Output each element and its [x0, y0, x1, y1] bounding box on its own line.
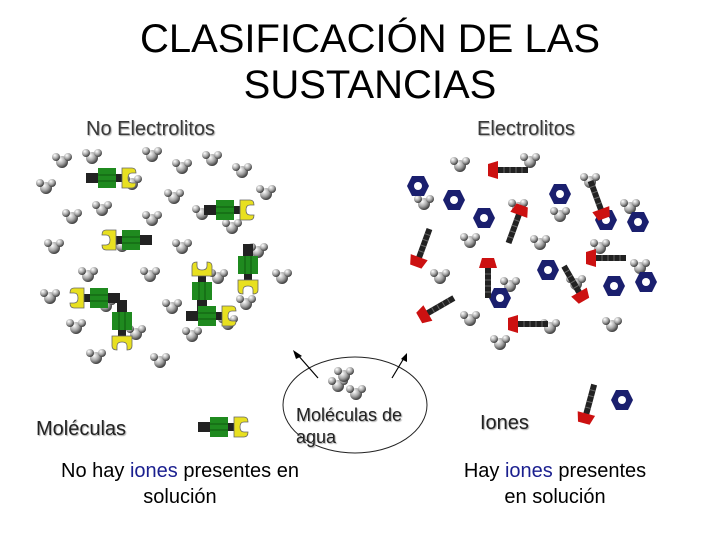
water-label-line-2: agua	[296, 427, 337, 447]
left-caption-pre: No hay	[61, 460, 130, 482]
left-caption-post: presentes en	[177, 460, 299, 482]
electrolytes-heading: Electrolitos	[477, 118, 575, 140]
ions-legend-label: Iones	[480, 412, 529, 434]
left-caption-highlight: iones	[129, 460, 178, 482]
page-title-line-2: SUSTANCIAS	[243, 63, 497, 107]
molecules-legend-label: Moléculas	[36, 418, 127, 440]
left-caption-line-2: solución	[143, 486, 217, 508]
electrolyte-solution-illustration	[406, 153, 657, 350]
molecule-legend-icon	[197, 416, 249, 438]
non-electrolyte-solution-illustration	[36, 147, 292, 368]
water-molecule-cluster	[414, 153, 650, 350]
molecule-cluster	[69, 167, 259, 351]
non-electrolyte-caption: No hay iones presentes en solución	[20, 458, 340, 510]
right-caption-highlight: iones	[504, 460, 553, 482]
water-molecules-legend-label: Moléculas de agua	[296, 404, 402, 448]
right-caption-pre: Hay	[463, 460, 505, 482]
ion-cluster	[406, 160, 657, 334]
ions-legend-icon	[574, 381, 633, 427]
page-title-line-1: CLASIFICACIÓN DE LAS	[139, 17, 601, 61]
pointer-arrowhead-right	[401, 353, 407, 362]
water-label-line-1: Moléculas de	[296, 405, 403, 425]
right-caption-line-2: en solución	[504, 486, 606, 508]
water-molecule-icon	[328, 367, 366, 400]
pointer-line-right	[391, 357, 405, 379]
non-electrolytes-heading: No Electrolitos	[86, 118, 215, 140]
right-caption-post: presentes	[552, 460, 647, 482]
electrolyte-caption: Hay iones presentes en solución	[420, 458, 690, 510]
